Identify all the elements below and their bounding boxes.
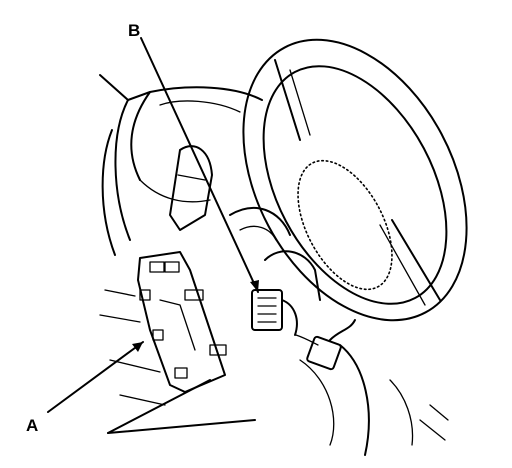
panel-hatching [99,289,166,406]
arrow-head-a [132,342,143,352]
bracket-a [137,251,227,393]
leader-line-a [47,341,256,434]
connector-b [251,289,298,336]
column-cover [169,145,321,301]
steering-wheel [242,38,468,322]
harness-connector [295,319,356,371]
callout-label-a: A [26,416,38,435]
arrow-head-b [250,280,259,292]
callout-label-b: B [128,21,140,40]
leader-line-b [140,37,259,293]
airbag-outline [297,159,393,291]
